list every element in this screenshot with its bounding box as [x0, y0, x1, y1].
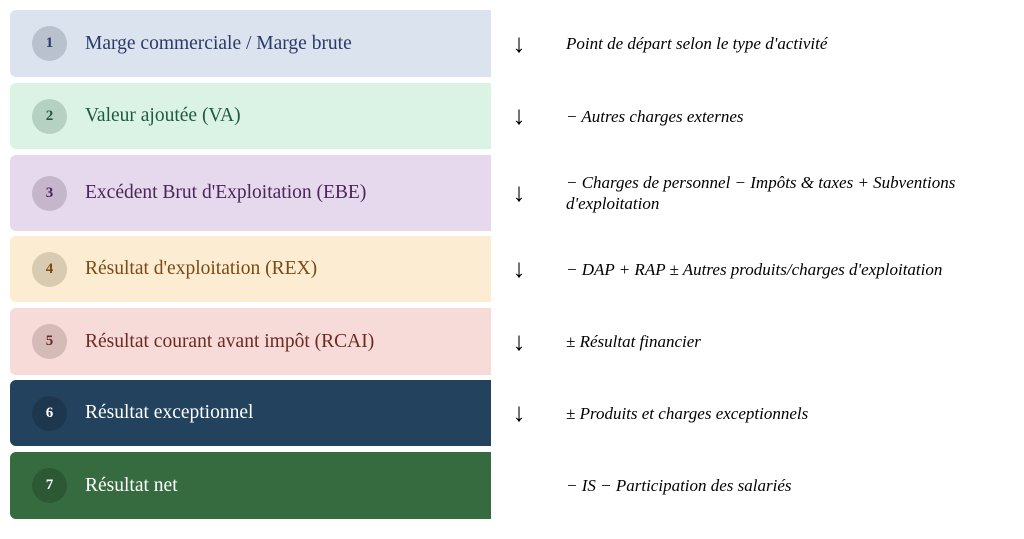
- step-number-badge: 1: [32, 26, 67, 61]
- step-row: 6 Résultat exceptionnel ↓ ± Produits et …: [10, 380, 1024, 446]
- step-label: Valeur ajoutée (VA): [85, 105, 241, 126]
- step-description: − DAP + RAP ± Autres produits/charges d'…: [566, 259, 943, 279]
- step-number-badge: 4: [32, 251, 67, 287]
- step-description: − Autres charges externes: [566, 106, 744, 126]
- arrow-down-icon: ↓: [512, 254, 526, 283]
- step-label: Excédent Brut d'Exploitation (EBE): [85, 182, 367, 203]
- step-description: ± Produits et charges exceptionnels: [566, 403, 809, 423]
- step-label: Résultat net: [85, 474, 178, 496]
- step-description: Point de départ selon le type d'activité: [566, 34, 828, 53]
- step-row: 4 Résultat d'exploitation (REX) ↓ − DAP …: [10, 236, 1024, 302]
- step-row: 2 Valeur ajoutée (VA) ↓ − Autres charges…: [10, 83, 1024, 149]
- step-label: Résultat exceptionnel: [85, 402, 254, 423]
- step-box: 6 Résultat exceptionnel: [10, 380, 491, 446]
- step-number-badge: 2: [32, 98, 67, 134]
- step-number-badge: 5: [32, 324, 67, 359]
- step-box: 2 Valeur ajoutée (VA): [10, 83, 491, 149]
- step-number-badge: 6: [32, 395, 67, 431]
- step-number-badge: 7: [32, 468, 67, 503]
- arrow-down-icon: ↓: [512, 398, 526, 427]
- arrow-down-icon: ↓: [512, 28, 526, 58]
- step-row: 3 Excédent Brut d'Exploitation (EBE) ↓ −…: [10, 155, 1024, 231]
- step-box: 4 Résultat d'exploitation (REX): [10, 236, 491, 302]
- step-label: Résultat d'exploitation (REX): [85, 258, 318, 279]
- step-label: Marge commerciale / Marge brute: [85, 32, 352, 54]
- step-row: 7 Résultat net − IS − Participation des …: [10, 452, 1024, 519]
- step-box: 5 Résultat courant avant impôt (RCAI): [10, 308, 491, 375]
- arrow-down-icon: ↓: [512, 101, 526, 130]
- arrow-down-icon: ↓: [512, 326, 526, 356]
- step-description: − IS − Participation des salariés: [566, 476, 792, 495]
- step-row: 5 Résultat courant avant impôt (RCAI) ↓ …: [10, 308, 1024, 375]
- step-description: − Charges de personnel − Impôts & taxes …: [566, 173, 956, 213]
- step-row: 1 Marge commerciale / Marge brute ↓ Poin…: [10, 10, 1024, 77]
- arrow-down-icon: ↓: [512, 178, 526, 207]
- step-number-badge: 3: [32, 175, 67, 211]
- step-description: ± Résultat financier: [566, 332, 701, 351]
- step-label: Résultat courant avant impôt (RCAI): [85, 330, 375, 352]
- step-box: 1 Marge commerciale / Marge brute: [10, 10, 491, 77]
- step-box: 3 Excédent Brut d'Exploitation (EBE): [10, 155, 491, 231]
- step-box: 7 Résultat net: [10, 452, 491, 519]
